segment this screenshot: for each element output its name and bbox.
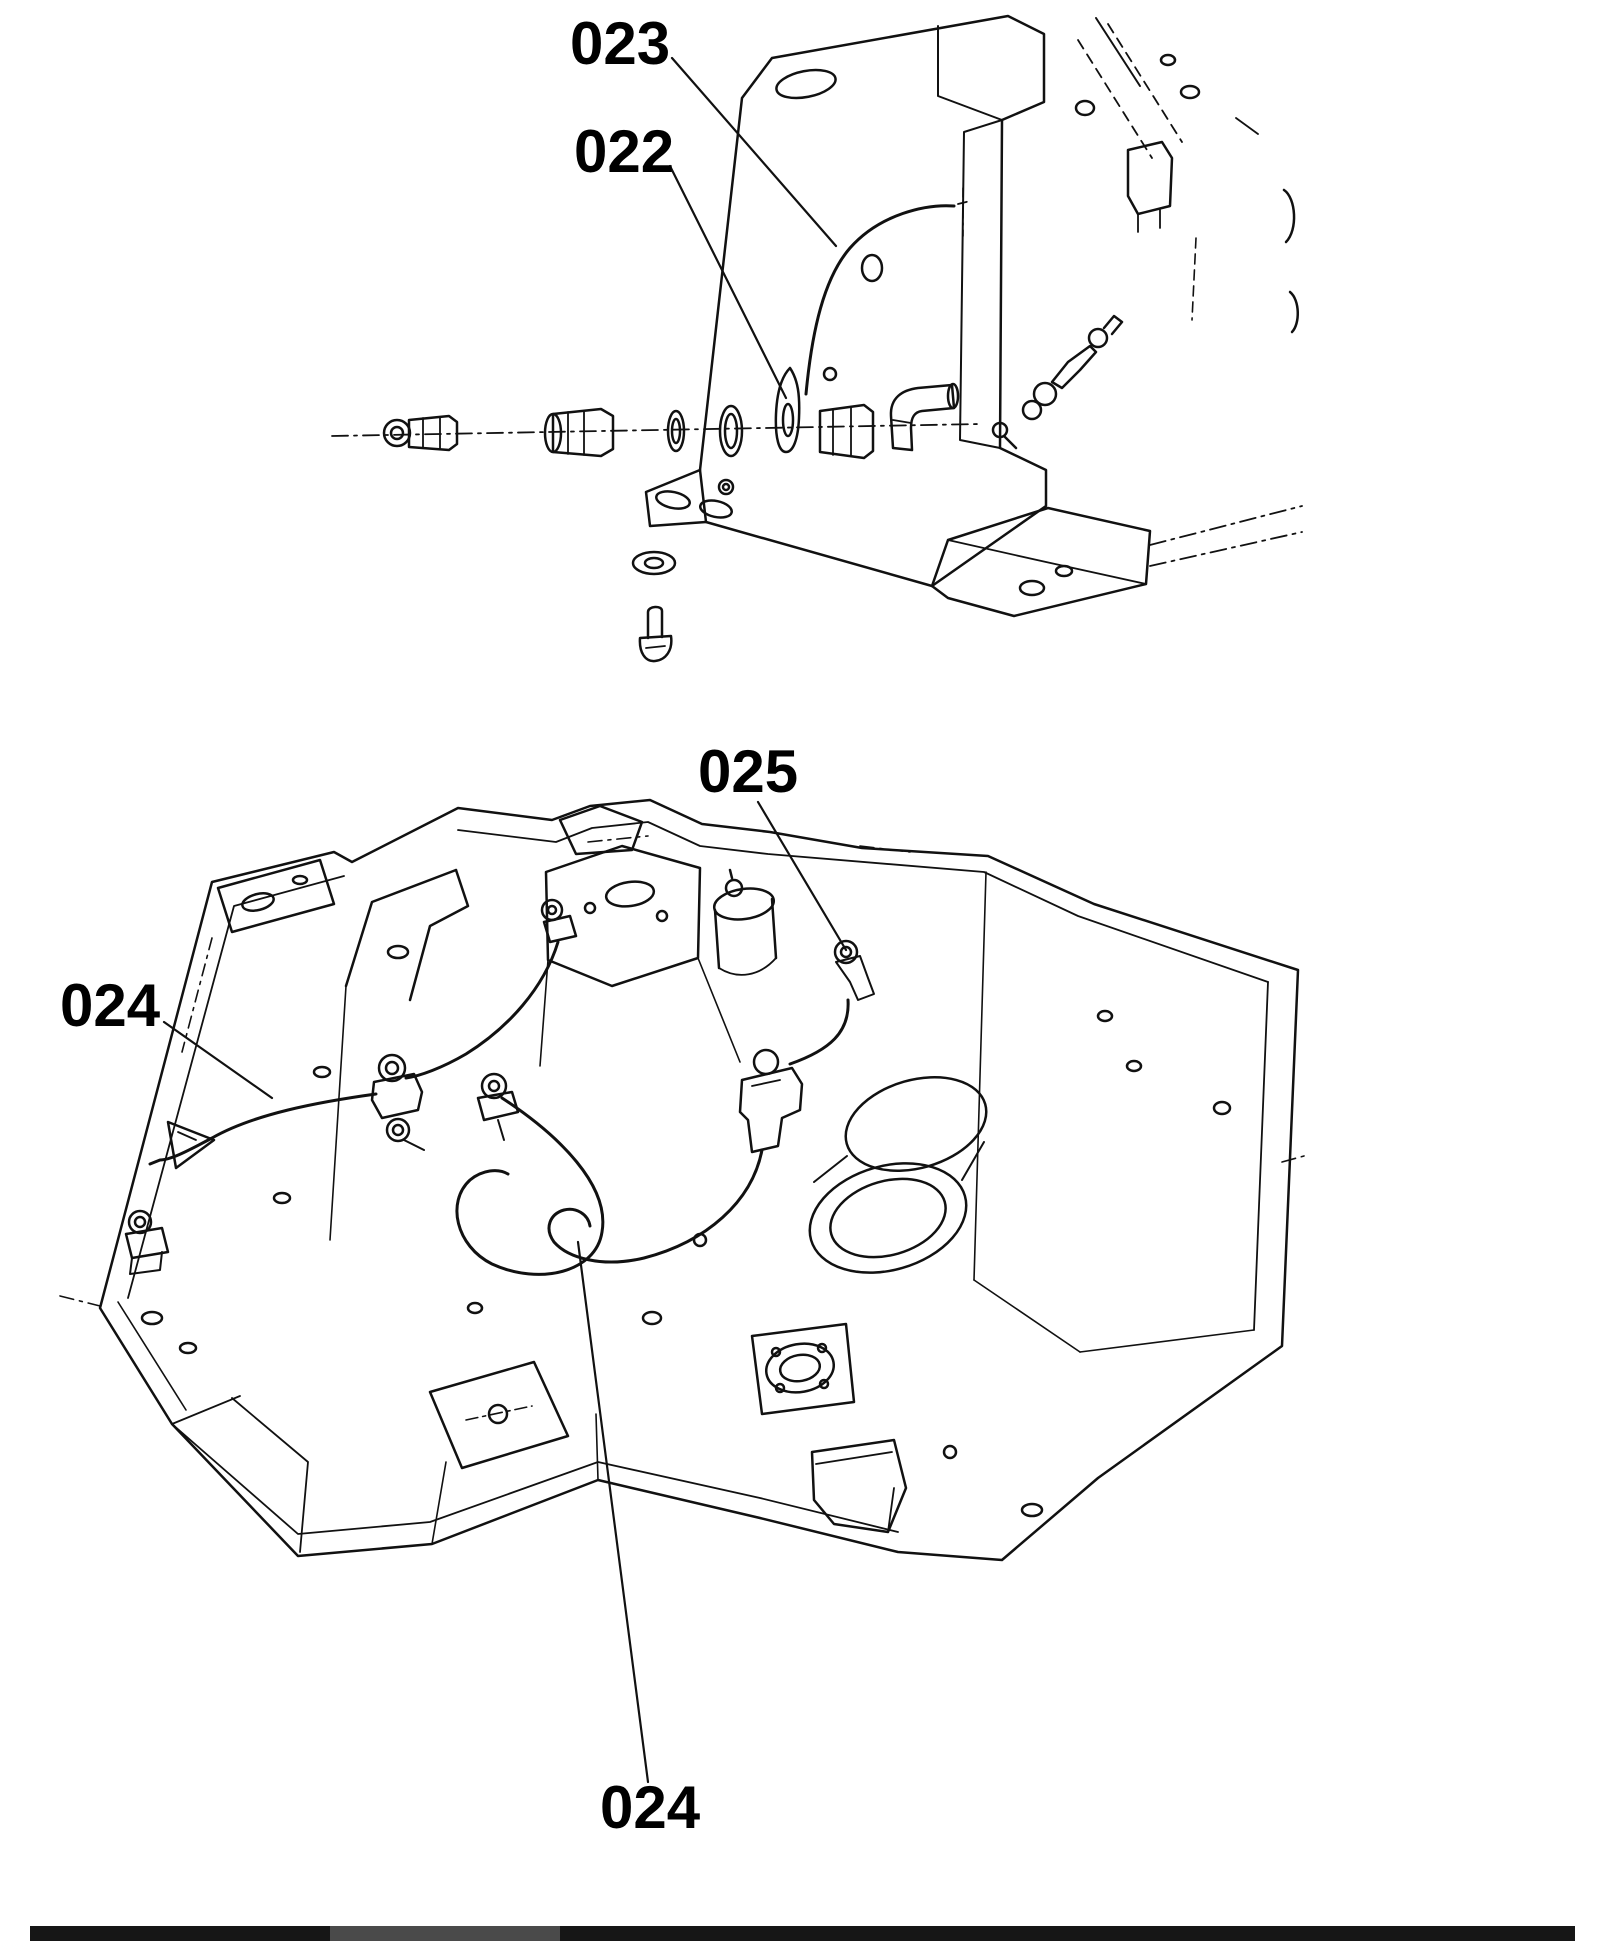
leader-line-022 [668,164,788,400]
fitting-row [331,382,981,460]
fitting-cluster-left [370,1053,425,1151]
bottom-plate [428,1360,570,1470]
upper-leader-lines [668,56,838,400]
seal-022 [774,366,801,454]
hose-024-left [148,1092,378,1166]
channel-cutout [344,868,470,1002]
part-label-025: 025 [698,738,799,805]
valve-manifold [544,804,702,988]
clip-bracket [810,1438,908,1534]
solenoid-valve [712,868,778,976]
leader-line-025 [756,800,848,952]
hose-upper [404,940,560,1080]
leader-line-024-left [162,1020,274,1100]
bolt [638,605,673,663]
top-right-detail [1074,17,1299,334]
hose-024-loop [455,1096,605,1276]
page-edge-artifact [30,1926,1575,1941]
grease-fitting-stack [991,314,1124,450]
hose-025 [788,998,850,1066]
lower-leader-lines [162,800,848,1784]
elbow-fitting [547,1048,804,1264]
triangle-gusset [166,1120,216,1170]
construction-lines [59,835,1305,1307]
lower-assembly-drawing [59,798,1305,1784]
bearing-boss [750,1322,856,1416]
foot-bracket [930,505,1303,618]
upper-assembly-drawing [331,14,1303,663]
small-hardware [140,1009,1232,1518]
elbow-fitting-left [124,1209,170,1275]
part-label-022: 022 [574,118,675,185]
pipe-023 [804,187,971,396]
cylinder-port [808,1076,988,1274]
page-edge-artifact-light-segment [330,1926,560,1941]
corner-bracket [216,858,336,934]
fitting-center [476,1072,520,1141]
leader-line-024-bottom [576,1240,650,1784]
chassis-frame [98,798,1300,1562]
fitting-025 [788,939,875,1066]
hose-loop-right [547,1148,764,1264]
part-label-024-left: 024 [60,972,161,1039]
washer [631,550,677,576]
part-label-024-bottom: 024 [600,1774,701,1841]
part-label-023: 023 [570,10,671,77]
leader-line-023 [670,56,838,248]
mounting-plate [644,14,1048,588]
fitting-upper [404,898,578,1080]
